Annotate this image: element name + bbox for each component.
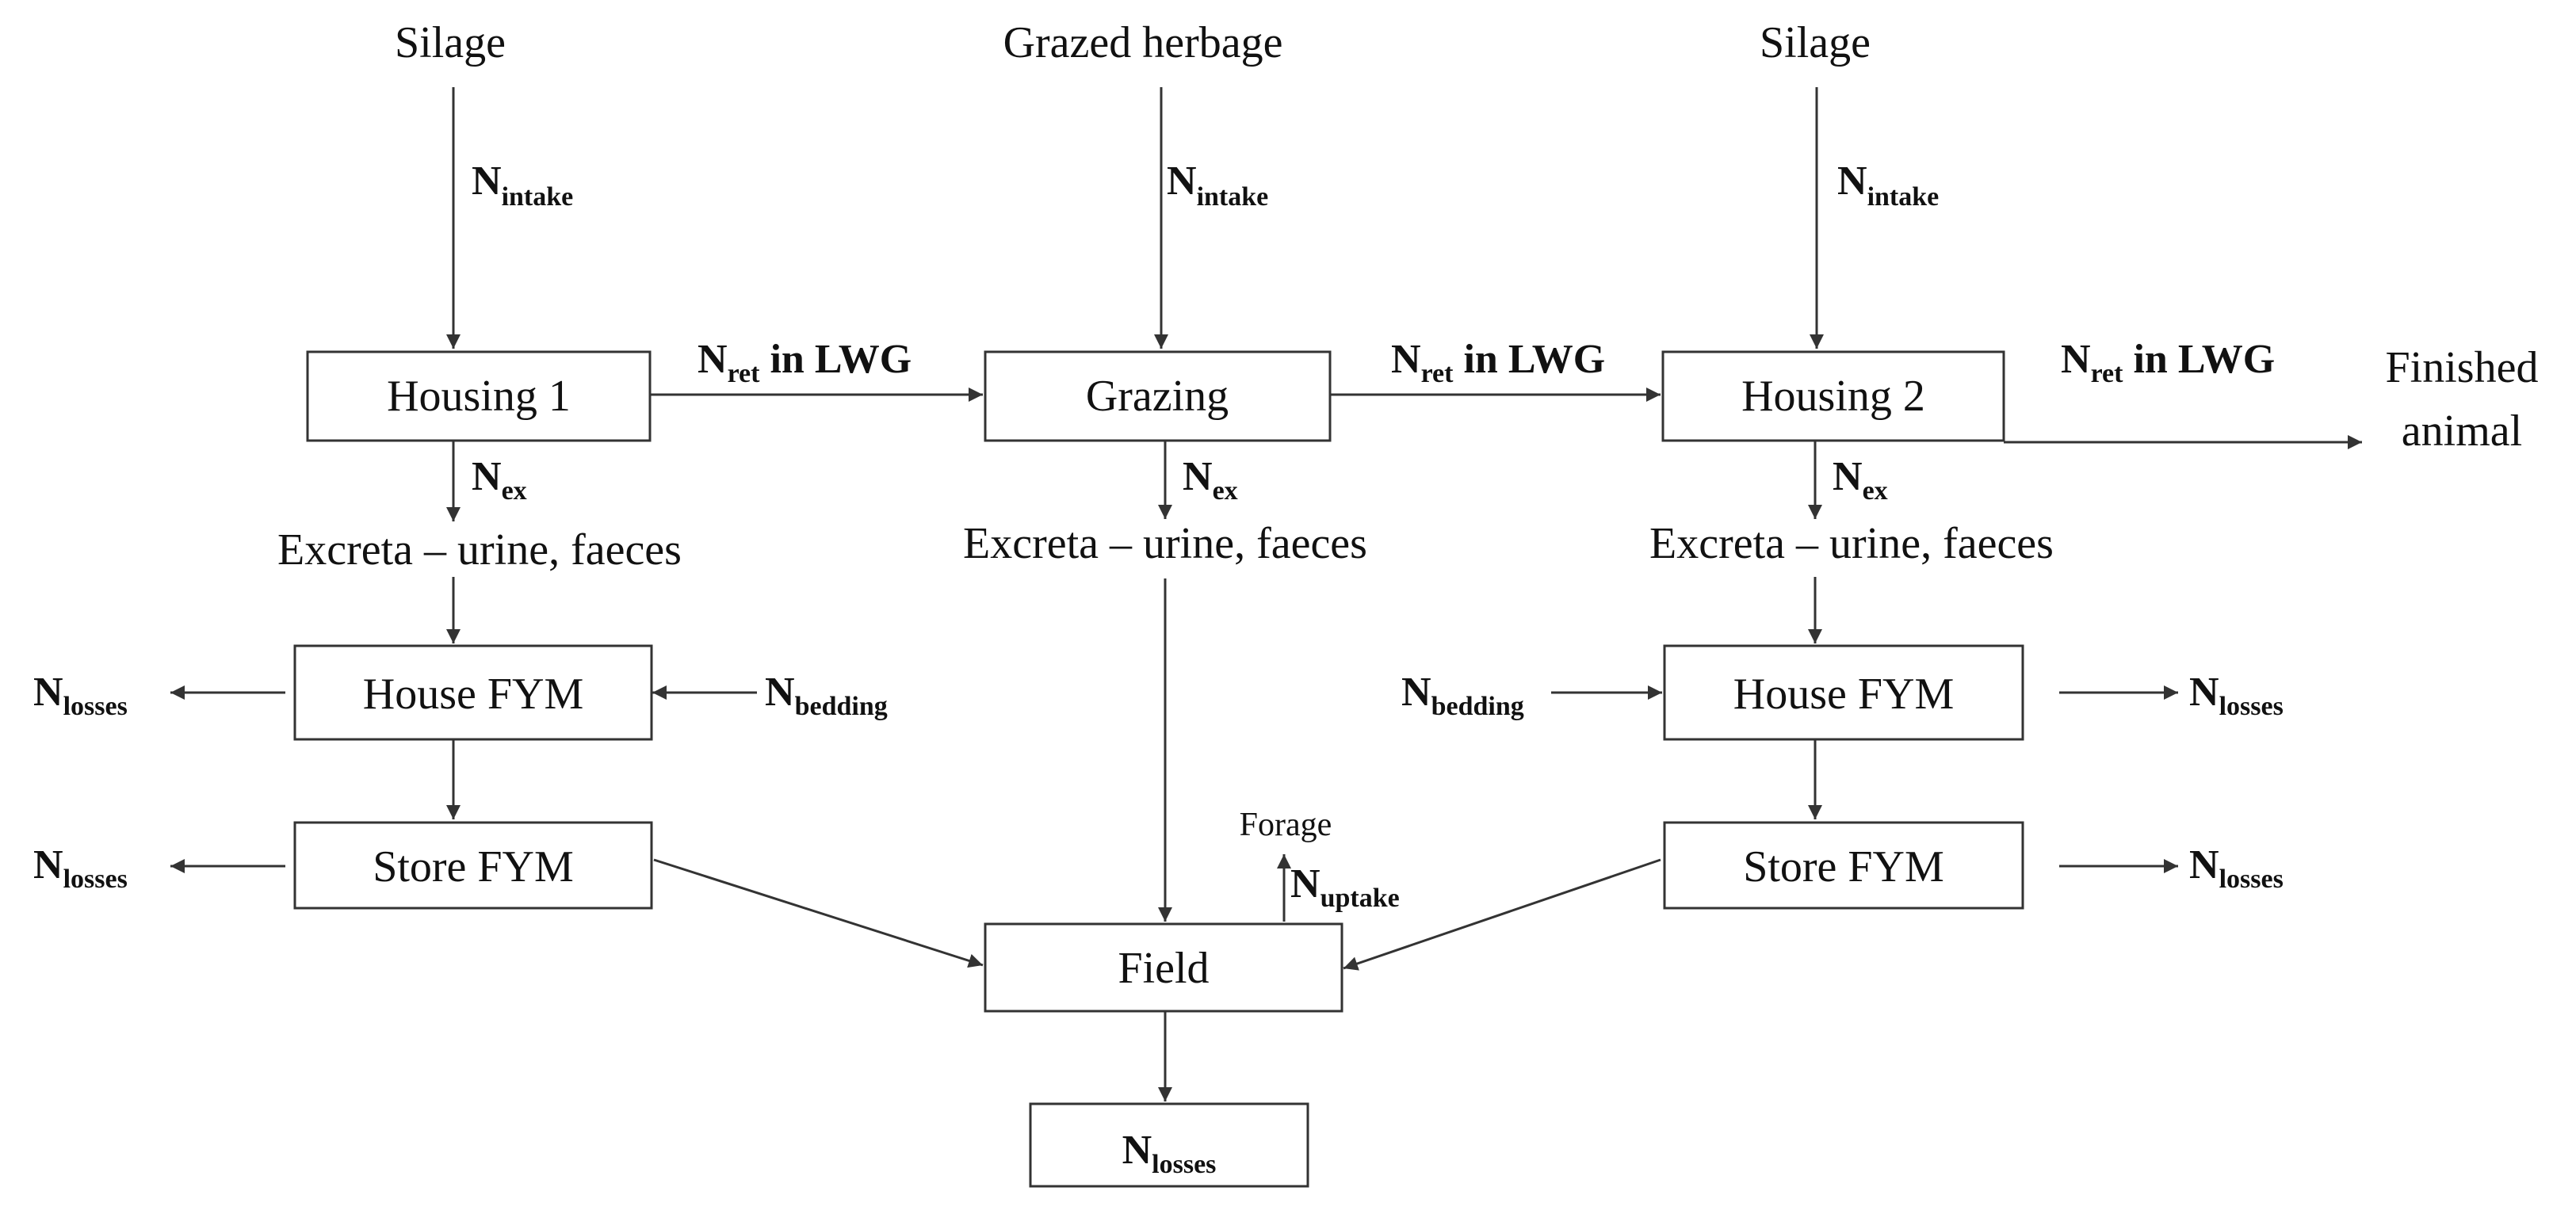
edges: [170, 87, 2362, 1101]
n-intake-mid-label: Nintake: [1167, 158, 1268, 212]
excreta-mid-label: Excreta – urine, faeces: [963, 519, 1367, 568]
n-ret-lwg-2-label: Nret in LWG: [1391, 337, 1605, 388]
field-label: Field: [1118, 944, 1209, 993]
n-ex-left-label: Nex: [472, 454, 527, 506]
field-box: [984, 922, 1343, 1013]
node-labels: Silage Grazed herbage Silage Housing 1 G…: [277, 18, 2538, 993]
n-ex-right-label: Nex: [1833, 454, 1888, 506]
store-fym-left-label: Store FYM: [373, 842, 574, 891]
flow-labels: Nintake Nintake Nintake Nret in LWG Nret…: [33, 158, 2284, 1179]
housing2-label: Housing 2: [1741, 372, 1925, 421]
n-uptake-label: Nuptake: [1290, 861, 1400, 913]
grazed-herbage-label: Grazed herbage: [1003, 18, 1283, 67]
boxes: [293, 350, 2024, 1188]
house-fym-right-box: [1663, 644, 2024, 741]
edge-storefym-left-to-field: [653, 858, 984, 968]
field-losses-box: [1029, 1102, 1309, 1188]
n-bedding-left-label: Nbedding: [765, 670, 888, 721]
house-fym-right-label: House FYM: [1733, 670, 1954, 719]
n-losses-field-label: Nlosses: [1122, 1128, 1217, 1179]
n-bedding-right-label: Nbedding: [1401, 670, 1524, 721]
store-fym-left-box: [293, 821, 653, 910]
n-intake-right-label: Nintake: [1837, 158, 1939, 212]
n-losses-store-left-label: Nlosses: [33, 842, 128, 894]
n-ret-lwg-3-label: Nret in LWG: [2061, 337, 2275, 388]
grazing-label: Grazing: [1086, 372, 1229, 421]
finished-animal-line1: Finished: [2386, 343, 2539, 392]
house-fym-left-label: House FYM: [363, 670, 583, 719]
n-losses-store-right-label: Nlosses: [2189, 842, 2284, 894]
silage-left-label: Silage: [395, 18, 506, 67]
housing1-box: [306, 350, 652, 442]
grazing-box: [984, 350, 1332, 442]
excreta-left-label: Excreta – urine, faeces: [277, 525, 682, 575]
store-fym-right-box: [1663, 821, 2024, 910]
n-losses-house-left-label: Nlosses: [33, 670, 128, 721]
n-losses-house-right-label: Nlosses: [2189, 670, 2284, 721]
finished-animal-line2: animal: [2402, 407, 2522, 456]
silage-right-label: Silage: [1760, 18, 1871, 67]
store-fym-right-label: Store FYM: [1743, 842, 1944, 891]
housing2-box: [1661, 350, 2005, 442]
n-ex-mid-label: Nex: [1183, 454, 1238, 506]
house-fym-left-box: [293, 644, 653, 741]
excreta-right-label: Excreta – urine, faeces: [1649, 519, 2054, 568]
housing1-label: Housing 1: [387, 372, 571, 421]
n-intake-left-label: Nintake: [472, 158, 573, 212]
n-ret-lwg-1-label: Nret in LWG: [698, 337, 912, 388]
edge-storefym-right-to-field: [1343, 858, 1661, 971]
forage-label: Forage: [1240, 807, 1332, 843]
